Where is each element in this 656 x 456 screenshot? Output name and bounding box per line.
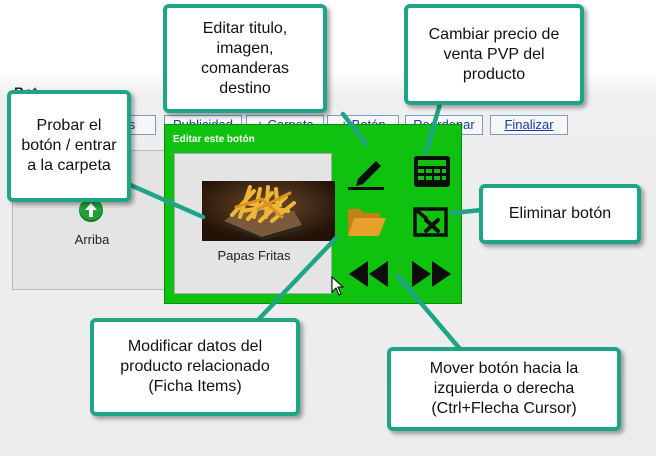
edit-pencil-icon[interactable] xyxy=(346,155,386,196)
mouse-cursor-icon xyxy=(331,275,345,301)
finalizar-button[interactable]: Finalizar xyxy=(490,115,568,135)
calculator-icon[interactable] xyxy=(412,153,452,194)
move-right-icon[interactable] xyxy=(410,259,454,294)
callout-eliminar: Eliminar botón xyxy=(479,184,641,244)
callout-precio: Cambiar precio de venta PVP del producto xyxy=(404,4,584,105)
callout-editar: Editar titulo, imagen, comanderas destin… xyxy=(163,4,327,113)
callout-mover: Mover botón hacia la izquierda o derecha… xyxy=(387,347,621,431)
product-label: Papas Fritas xyxy=(217,248,291,263)
delete-button-icon[interactable] xyxy=(412,205,452,244)
callout-modificar: Modificar datos del producto relacionado… xyxy=(90,318,300,416)
product-image xyxy=(202,181,335,241)
edit-button-panel: Editar este botón xyxy=(164,124,462,304)
arriba-label: Arriba xyxy=(74,232,110,247)
callout-probar: Probar el botón / entrar a la carpeta xyxy=(7,90,131,202)
folder-open-icon[interactable] xyxy=(346,205,388,244)
product-button-tile[interactable]: Papas Fritas xyxy=(174,153,335,294)
panel-title: Editar este botón xyxy=(173,134,255,145)
up-arrow-circle-icon xyxy=(79,198,103,222)
move-left-icon[interactable] xyxy=(346,259,390,294)
